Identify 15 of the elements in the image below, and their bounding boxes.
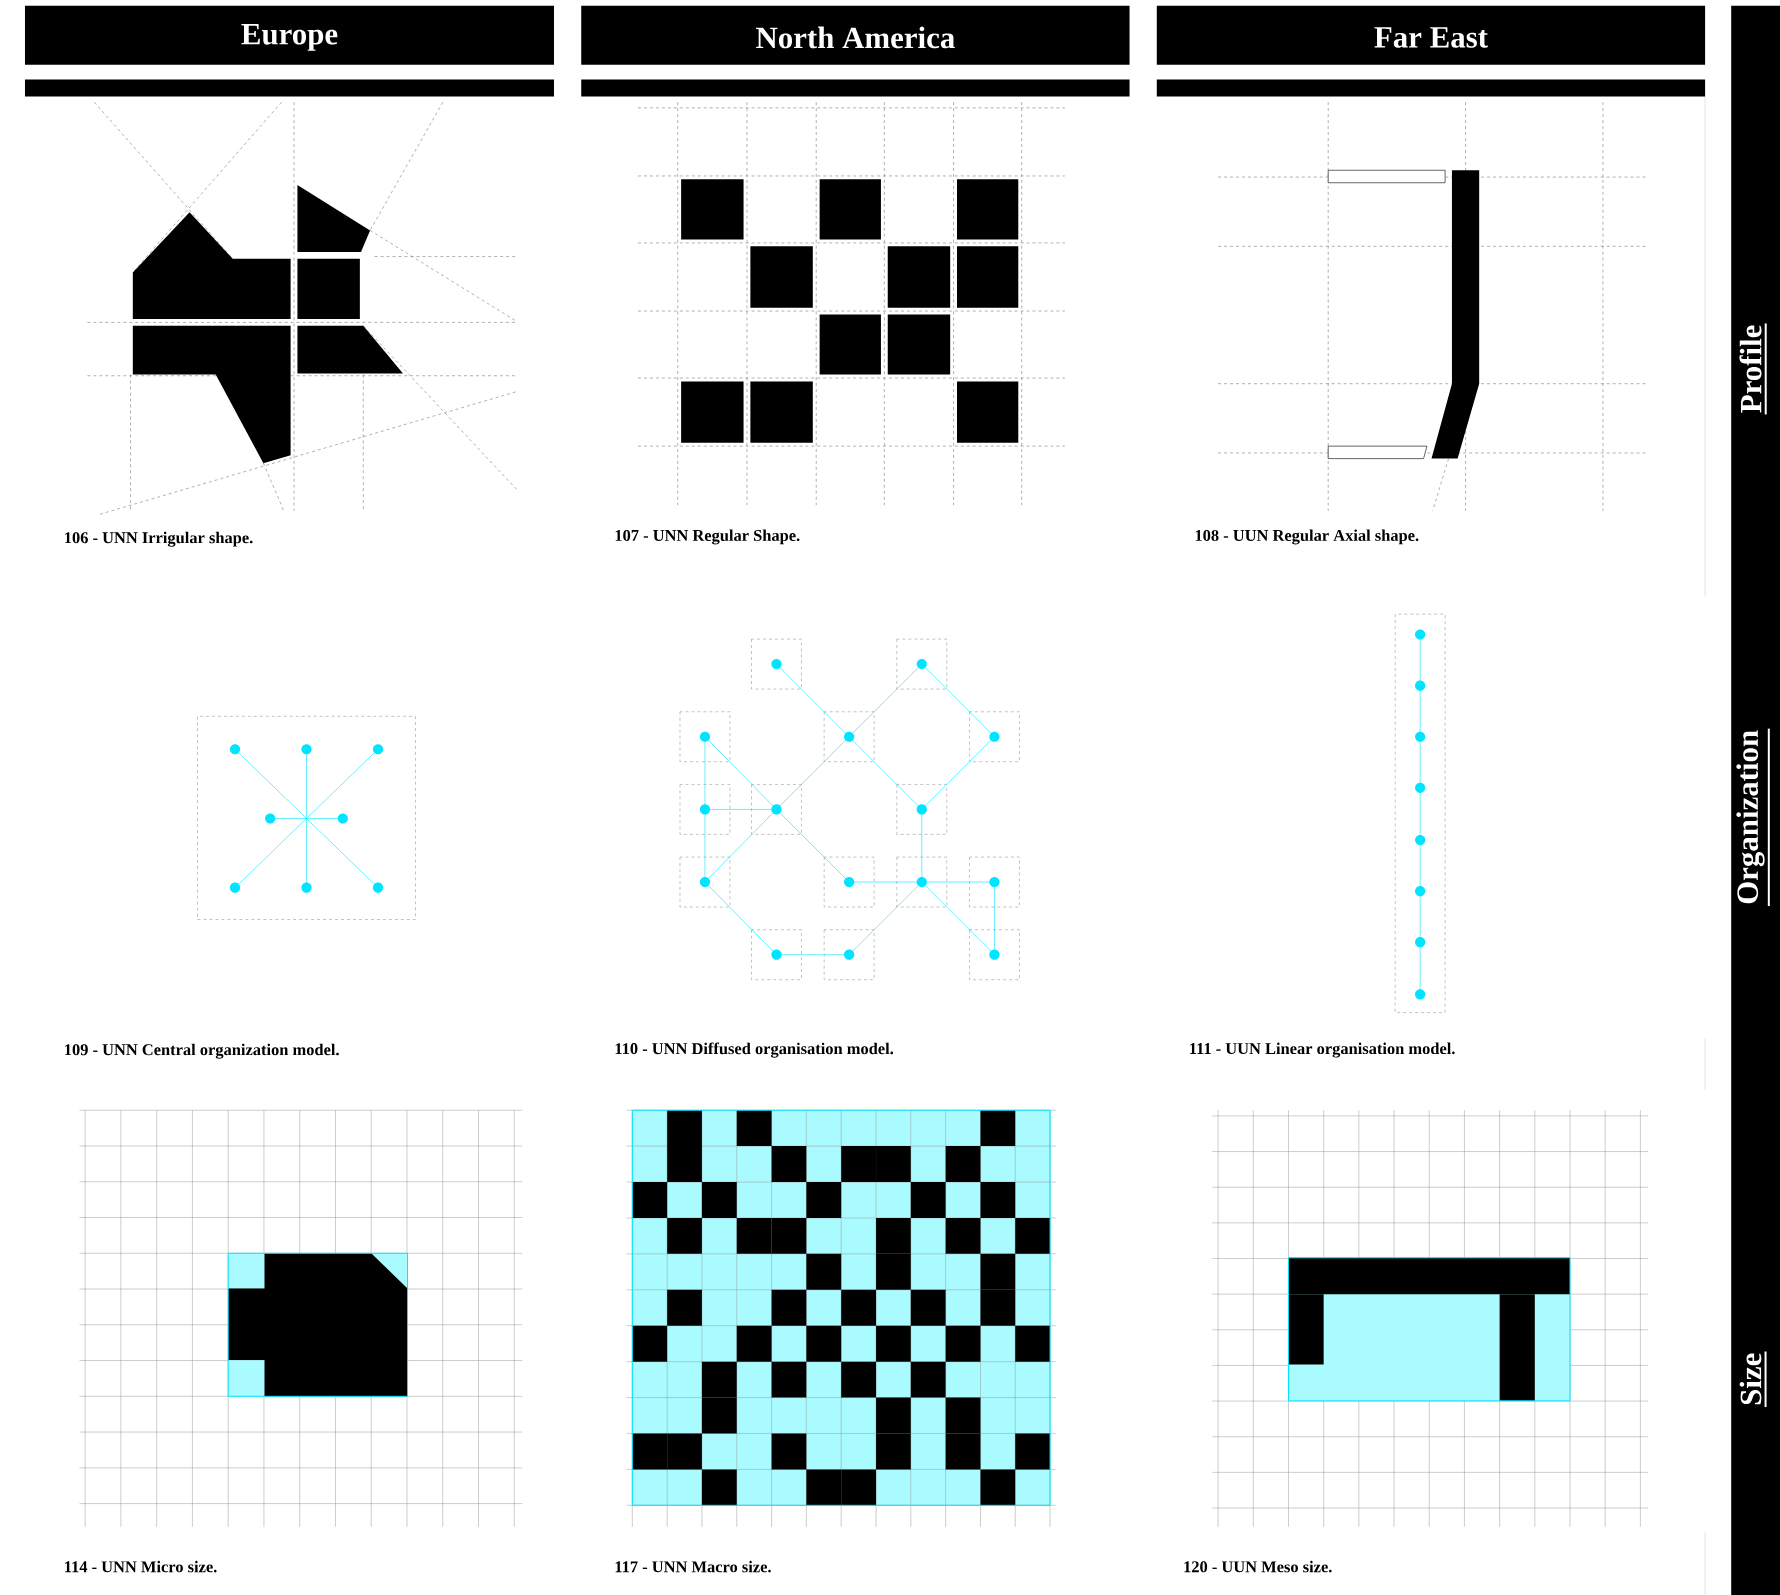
caption: 117 - UNN Macro size. bbox=[615, 1560, 771, 1573]
caption: 109 - UNN Central organization model. bbox=[65, 1043, 339, 1059]
caption: 114 - UNN Micro size. bbox=[65, 1560, 217, 1573]
column-header: Europe bbox=[24, 5, 554, 65]
caption: 108 - UUN Regular Axial shape. bbox=[1195, 529, 1419, 545]
row-label: Size bbox=[1739, 1350, 1767, 1409]
row-label: Organization bbox=[1736, 727, 1770, 908]
column-header: Far East bbox=[1156, 5, 1706, 65]
column-header: North America bbox=[581, 5, 1130, 65]
caption: 111 - UUN Linear organisation model. bbox=[1190, 1042, 1455, 1058]
caption: 107 - UNN Regular Shape. bbox=[615, 529, 800, 545]
caption: 120 - UUN Meso size. bbox=[1184, 1560, 1332, 1573]
caption: 106 - UNN Irrigular shape. bbox=[65, 531, 253, 547]
caption: 110 - UNN Diffused organisation model. bbox=[615, 1042, 894, 1058]
row-label: Profile bbox=[1739, 322, 1767, 416]
